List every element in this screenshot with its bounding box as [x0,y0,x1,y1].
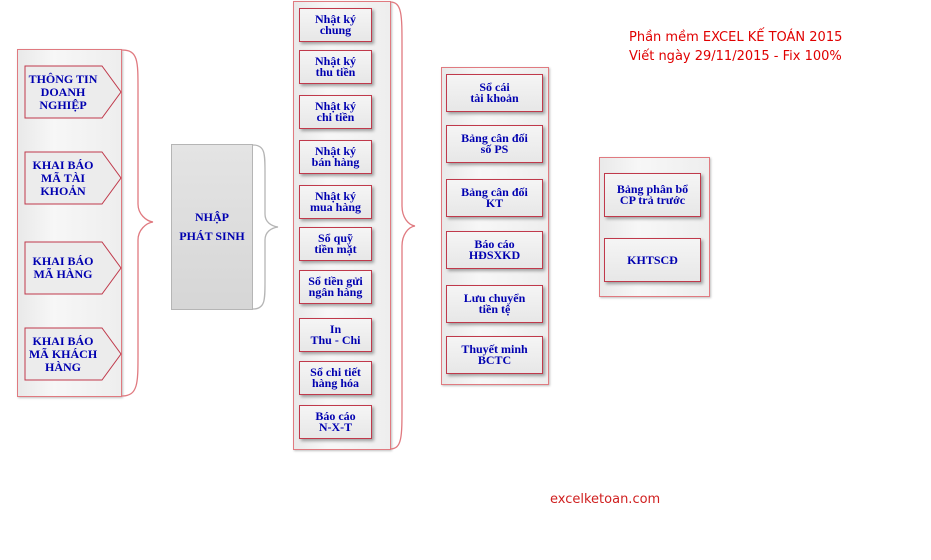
payments-journal-button[interactable]: Nhật ký chi tiền [299,95,372,129]
app-subtitle: Viết ngày 29/11/2015 - Fix 100% [629,49,842,64]
company-info-button[interactable]: THÔNG TIN DOANH NGHIỆP [24,65,124,119]
app-title: Phần mềm EXCEL KẾ TOÁN 2015 [629,30,843,45]
receipts-journal-button[interactable]: Nhật ký thu tiền [299,50,372,84]
sales-journal-button[interactable]: Nhật ký bán hàng [299,140,372,174]
cash-book-button[interactable]: Sổ quỹ tiền mặt [299,227,372,261]
inventory-report-button[interactable]: Báo cáo N-X-T [299,405,372,439]
reports-panel [441,67,549,385]
entry-brace [252,144,279,310]
company-info-label: THÔNG TIN DOANH NGHIỆP [28,71,98,112]
item-codes-button[interactable]: KHAI BÁO MÃ HÀNG [24,241,124,295]
cash-flow-button[interactable]: Lưu chuyển tiền tệ [446,285,543,323]
item-codes-label: KHAI BÁO MÃ HÀNG [32,254,94,281]
customer-codes-label: KHAI BÁO MÃ KHÁCH HÀNG [28,333,98,374]
setup-brace [121,49,154,397]
customer-codes-button[interactable]: KHAI BÁO MÃ KHÁCH HÀNG [24,327,124,381]
general-journal-button[interactable]: Nhật ký chung [299,8,372,42]
website-link[interactable]: excelketoan.com [550,492,661,507]
enter-transactions-button[interactable]: NHẬP PHÁT SINH [171,144,253,310]
account-codes-button[interactable]: KHAI BÁO MÃ TÀI KHOẢN [24,151,124,205]
prepaid-allocation-button[interactable]: Bảng phân bổ CP trả trước [604,173,701,217]
bank-book-button[interactable]: Sổ tiền gửi ngân hàng [299,270,372,304]
balance-sheet-button[interactable]: Bảng cân đối KT [446,179,543,217]
purchases-journal-button[interactable]: Nhật ký mua hàng [299,185,372,219]
income-statement-button[interactable]: Báo cáo HĐSXKD [446,231,543,269]
journals-brace [389,1,416,450]
inventory-ledger-button[interactable]: Sổ chi tiết hàng hóa [299,361,372,395]
account-codes-label: KHAI BÁO MÃ TÀI KHOẢN [32,157,94,198]
print-receipts-payments-button[interactable]: In Thu - Chi [299,318,372,352]
fixed-asset-depreciation-button[interactable]: KHTSCĐ [604,238,701,282]
general-ledger-button[interactable]: Sổ cái tài khoản [446,74,543,112]
financial-notes-button[interactable]: Thuyết minh BCTC [446,336,543,374]
trial-balance-button[interactable]: Bảng cân đối số PS [446,125,543,163]
